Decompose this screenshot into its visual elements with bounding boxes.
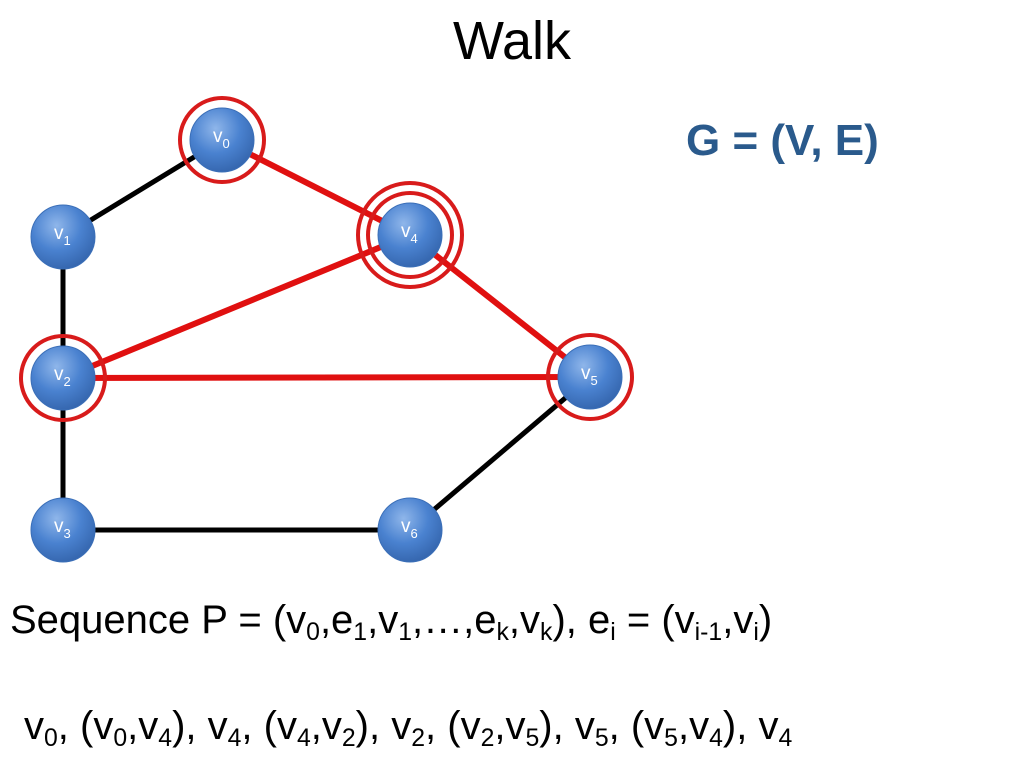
vertex-v0: v0 — [178, 96, 266, 184]
walk-highlight-ring — [178, 96, 266, 184]
sequence-definition: Sequence P = (v0,e1,v1,…,ek,vk), ei = (v… — [10, 598, 773, 646]
vertex-label: v1 — [54, 223, 71, 248]
vertex-circle — [377, 497, 443, 563]
walk-highlight-ring — [19, 334, 107, 422]
vertex-circle — [377, 202, 443, 268]
vertex-v6: v6 — [377, 497, 443, 563]
edge-v0-v4-walk — [220, 137, 412, 238]
page-title: Walk — [453, 11, 571, 71]
vertex-circle — [557, 344, 623, 410]
walk-highlight-ring — [546, 333, 634, 421]
walk-example: v0, (v0,v4), v4, (v4,v2), v2, (v2,v5), v… — [24, 704, 793, 752]
vertex-label: v2 — [54, 364, 71, 389]
vertex-v3: v3 — [30, 497, 96, 563]
vertex-circle — [30, 204, 96, 270]
vertex-v1: v1 — [30, 204, 96, 270]
vertex-label: v6 — [401, 516, 418, 541]
vertex-circle — [30, 497, 96, 563]
vertex-label: v3 — [54, 516, 71, 541]
vertex-v2: v2 — [19, 334, 107, 422]
vertex-circle — [189, 107, 255, 173]
walk-highlight-ring — [356, 181, 464, 289]
vertex-v5: v5 — [546, 333, 634, 421]
walk-highlight-ring — [366, 191, 454, 279]
vertex-label: v5 — [581, 363, 598, 388]
edge-v4-v2-walk — [61, 232, 412, 381]
vertex-v4: v4 — [356, 181, 464, 289]
graph-definition: G = (V, E) — [686, 116, 879, 165]
edge-v4-v5-walk — [408, 232, 592, 380]
vertex-circle — [30, 345, 96, 411]
edge-v6-v5 — [408, 375, 592, 532]
vertex-label: v0 — [213, 126, 230, 151]
vertex-label: v4 — [401, 221, 418, 246]
graph-diagram: v0 v1 v2 v3 v4 v5 v6 — [19, 96, 634, 563]
edge-v2-v5-walk — [62, 374, 591, 381]
